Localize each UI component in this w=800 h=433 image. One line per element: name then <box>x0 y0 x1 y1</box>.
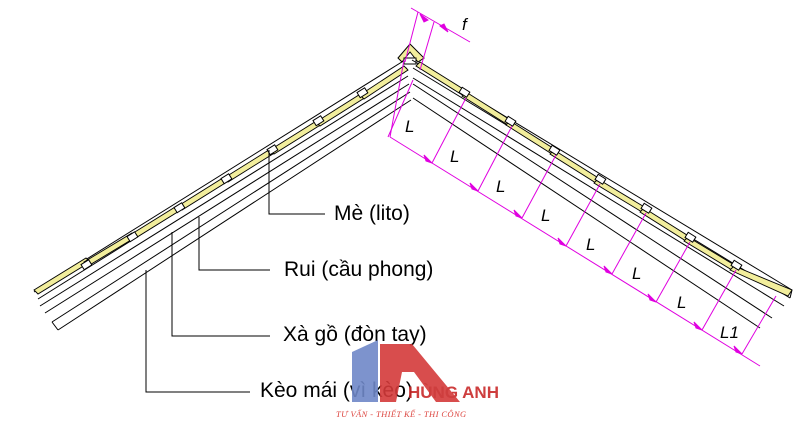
dim-L-label: L <box>677 293 686 312</box>
dim-L-label: L <box>586 235 595 254</box>
label-xa-go: Xà gồ (đòn tay) <box>283 323 427 346</box>
dim-L-label: L <box>405 117 414 136</box>
dim-L-labels: L L L L L L L <box>405 117 686 312</box>
ridge-cap <box>397 43 425 65</box>
brand-logo-tagline: TƯ VẤN - THIẾT KẾ - THI CÔNG <box>336 409 467 419</box>
roof-left-slope <box>33 59 412 331</box>
label-rui: Rui (cầu phong) <box>284 258 433 281</box>
dim-L1-label: L1 <box>720 323 739 342</box>
dimension-lines <box>387 7 777 367</box>
brand-logo-name: HÙNG ANH <box>408 383 499 402</box>
leader-lines <box>145 150 325 393</box>
brand-logo: HÙNG ANH TƯ VẤN - THIẾT KẾ - THI CÔNG <box>336 340 499 419</box>
label-me-lito: Mè (lito) <box>334 202 410 225</box>
lito-battens-left <box>80 87 369 271</box>
dim-f-label: f <box>462 15 469 34</box>
roof-tiles-right <box>415 61 793 297</box>
lito-battens-right <box>458 86 743 271</box>
dim-L-label: L <box>496 177 505 196</box>
dim-L-label: L <box>450 147 459 166</box>
dim-L-label: L <box>541 206 550 225</box>
dim-L-label: L <box>632 264 641 283</box>
